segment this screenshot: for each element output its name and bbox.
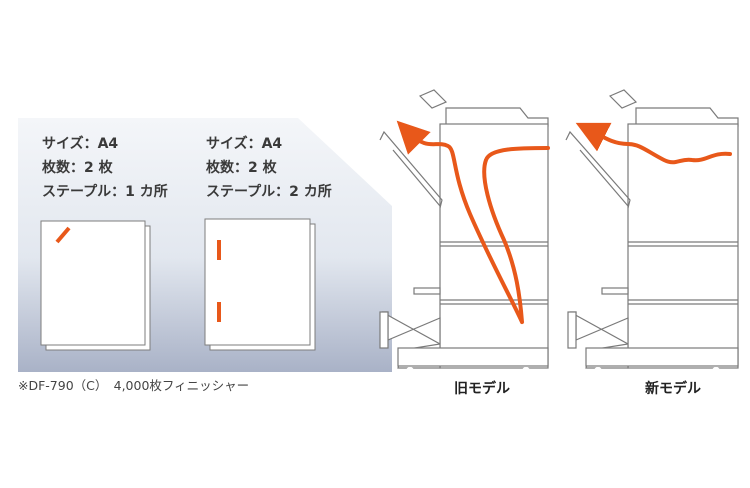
new-model-label: 新モデル [645, 380, 701, 397]
new-model-machine [565, 89, 739, 375]
spec-2-size: サイズ：A4 [206, 135, 282, 152]
new-model-paper-path [575, 122, 732, 165]
spec-2-sheets: 枚数：2 枚 [206, 159, 278, 176]
spec-block-1: サイズ：A4 枚数：2 枚 ステープル：1 カ所 [42, 135, 168, 200]
spec-1-size: サイズ：A4 [42, 135, 118, 152]
paper-stack-corner-staple [40, 220, 151, 351]
spec-1-sheets: 枚数：2 枚 [42, 159, 114, 176]
spec-2-staple: ステープル：2 カ所 [206, 183, 332, 200]
old-model-paper-path [408, 132, 550, 324]
old-model-machine [379, 89, 549, 375]
footnote: ※DF-790（C） 4,000枚フィニッシャー [18, 378, 249, 393]
paper-stack-two-staples [204, 218, 316, 351]
spec-block-2: サイズ：A4 枚数：2 枚 ステープル：2 カ所 [206, 135, 332, 200]
spec-1-staple: ステープル：1 カ所 [42, 183, 168, 200]
corner-staple-mark [55, 226, 71, 244]
old-model-label: 旧モデル [454, 380, 510, 397]
